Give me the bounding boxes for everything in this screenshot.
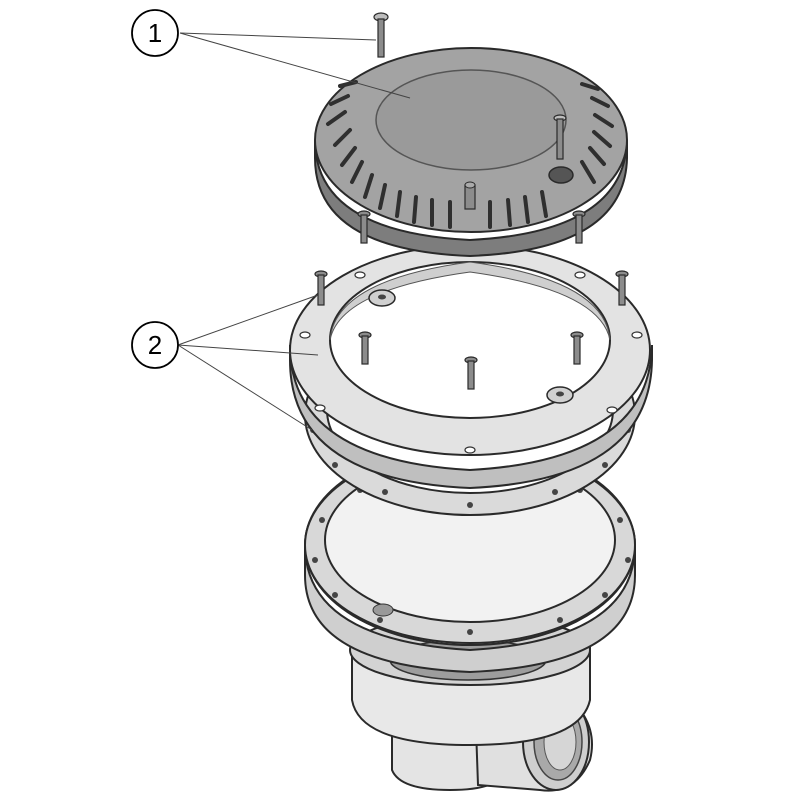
screw-icon	[373, 12, 389, 58]
screw-icon	[615, 270, 629, 306]
upper-flange-ring	[289, 244, 653, 490]
screw-icon	[314, 270, 328, 306]
leader-lines	[177, 32, 411, 431]
grate-screws	[357, 12, 586, 244]
callout-2: 2	[131, 321, 179, 369]
screw-icon	[553, 114, 567, 160]
callout-1: 1	[131, 9, 179, 57]
screw-icon	[357, 210, 371, 244]
screw-icon	[572, 210, 586, 244]
callout-1-label: 1	[148, 18, 162, 48]
ring-screws	[314, 270, 629, 390]
callout-2-label: 2	[148, 330, 162, 360]
screw-icon	[570, 331, 584, 365]
body-flange	[304, 544, 636, 674]
screw-icon	[358, 331, 372, 365]
drain-grate	[314, 47, 628, 258]
screw-icon	[464, 356, 478, 390]
